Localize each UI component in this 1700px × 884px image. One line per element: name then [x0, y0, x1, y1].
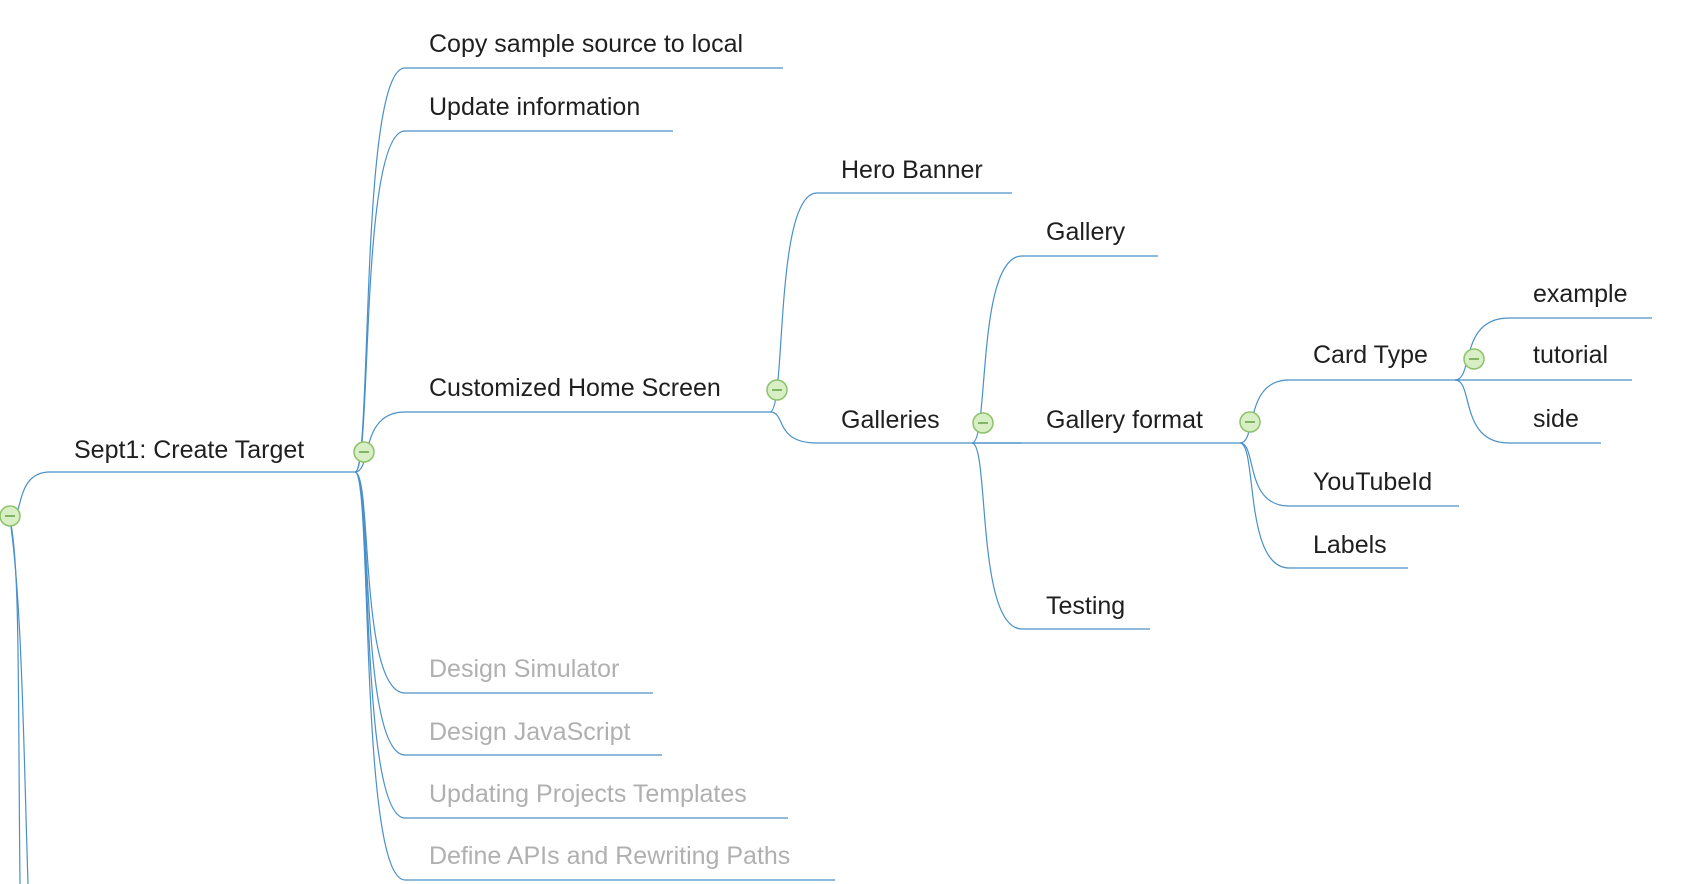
node-youtube-id[interactable]: YouTubeId: [1289, 468, 1459, 507]
connector-home-hero-banner: [769, 192, 818, 413]
connector-sept1-define-apis: [354, 471, 406, 881]
node-updating-templates[interactable]: Updating Projects Templates: [405, 780, 788, 819]
node-card-type[interactable]: Card Type: [1289, 341, 1455, 381]
root-edge-down-2: [9, 519, 29, 884]
node-label-gallery: Gallery: [1046, 218, 1126, 246]
node-define-apis[interactable]: Define APIs and Rewriting Paths: [405, 842, 835, 881]
node-update-info[interactable]: Update information: [405, 93, 673, 132]
node-label-testing: Testing: [1046, 592, 1125, 620]
node-tutorial[interactable]: tutorial: [1509, 341, 1632, 381]
connector-card-example: [1454, 317, 1510, 381]
node-label-card-type: Card Type: [1313, 341, 1428, 369]
node-labels[interactable]: Labels: [1289, 531, 1408, 569]
node-label-labels: Labels: [1313, 531, 1387, 559]
node-galleries[interactable]: Galleries: [817, 406, 972, 444]
node-label-hero-banner: Hero Banner: [841, 156, 983, 184]
connector-galleries-testing: [971, 442, 1023, 630]
node-gallery-format[interactable]: Gallery format: [972, 406, 1240, 444]
node-label-design-javascript: Design JavaScript: [429, 718, 631, 746]
node-label-sept1: Sept1: Create Target: [74, 436, 304, 464]
node-label-galleries: Galleries: [841, 406, 940, 434]
collapse-icon-root[interactable]: [0, 505, 21, 527]
node-label-define-apis: Define APIs and Rewriting Paths: [429, 842, 790, 870]
collapse-icon-card-type[interactable]: [1463, 348, 1485, 370]
node-label-tutorial: tutorial: [1533, 341, 1608, 369]
connector-galleries-gallery: [971, 255, 1023, 444]
node-label-update-info: Update information: [429, 93, 640, 121]
node-layer: Sept1: Create Target Copy sample source …: [50, 30, 1652, 881]
connector-format-card-type: [1239, 379, 1290, 444]
root-edge-down: [9, 519, 21, 884]
collapse-icon-custom-home[interactable]: [766, 379, 788, 401]
collapse-icon-sept1[interactable]: [353, 441, 375, 463]
node-label-side: side: [1533, 405, 1579, 433]
connector-sept1-copy-sample: [354, 67, 406, 473]
connector-sept1-custom-home: [354, 411, 406, 473]
node-hero-banner[interactable]: Hero Banner: [817, 156, 1012, 194]
node-label-gallery-format: Gallery format: [1046, 406, 1203, 434]
connector-card-side: [1454, 379, 1510, 444]
node-sept1[interactable]: Sept1: Create Target: [50, 436, 355, 473]
node-design-javascript[interactable]: Design JavaScript: [405, 718, 662, 756]
node-label-custom-home: Customized Home Screen: [429, 374, 721, 402]
node-design-simulator[interactable]: Design Simulator: [405, 655, 653, 694]
root-edges: [9, 519, 29, 884]
node-example[interactable]: example: [1509, 280, 1652, 319]
node-gallery[interactable]: Gallery: [1022, 218, 1158, 257]
node-label-copy-sample: Copy sample source to local: [429, 30, 743, 58]
node-testing[interactable]: Testing: [1022, 592, 1150, 630]
collapse-icon-gallery-format[interactable]: [1239, 411, 1261, 433]
connector-home-galleries: [769, 411, 818, 444]
node-copy-sample[interactable]: Copy sample source to local: [405, 30, 783, 69]
toggle-layer: [0, 348, 1485, 527]
connector-format-youtube-id: [1239, 442, 1290, 507]
node-label-design-simulator: Design Simulator: [429, 655, 619, 683]
node-side[interactable]: side: [1509, 405, 1601, 444]
node-label-example: example: [1533, 280, 1628, 308]
connector-lines: [9, 67, 1510, 881]
connector-format-labels: [1239, 442, 1290, 569]
node-custom-home[interactable]: Customized Home Screen: [405, 374, 770, 413]
node-label-updating-templates: Updating Projects Templates: [429, 780, 747, 808]
node-label-youtube-id: YouTubeId: [1313, 468, 1432, 496]
collapse-icon-galleries[interactable]: [972, 412, 994, 434]
